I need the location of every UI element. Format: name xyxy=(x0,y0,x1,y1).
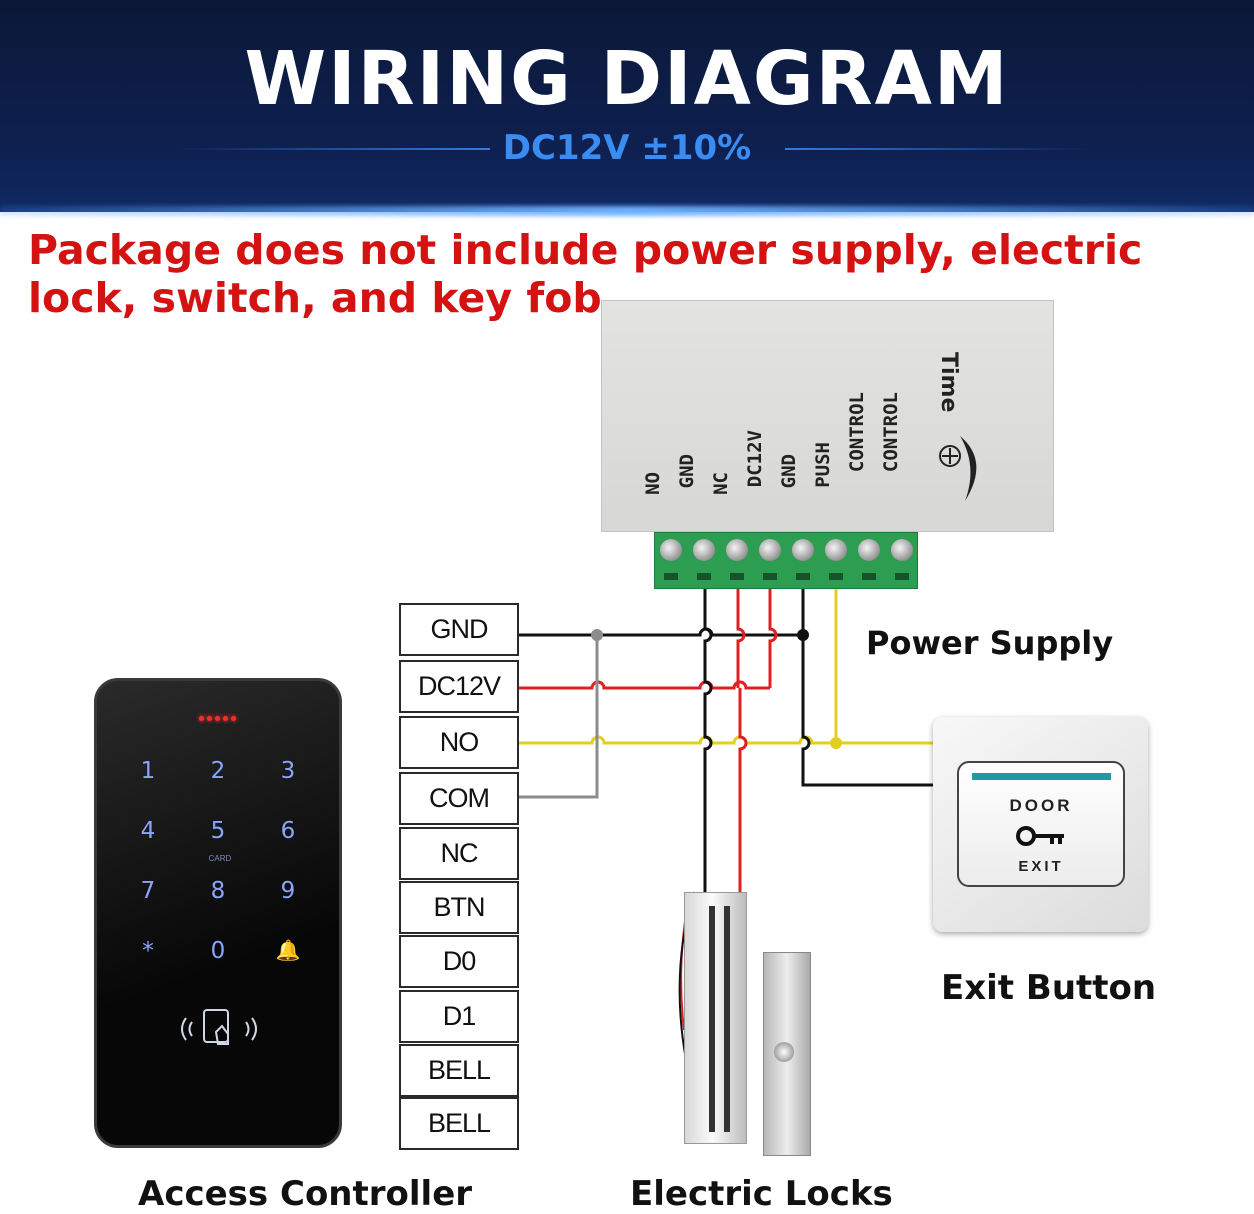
exit-button-door-text: DOOR xyxy=(1009,796,1073,815)
screw-icon xyxy=(660,539,682,561)
screw-icon xyxy=(891,539,913,561)
junction-dot xyxy=(797,629,809,641)
pin-gnd: GND xyxy=(399,603,519,656)
screw-icon xyxy=(759,539,781,561)
key-star[interactable]: * xyxy=(142,938,154,964)
terminal-label-control-2: CONTROL xyxy=(880,392,902,473)
terminal-label-push: PUSH xyxy=(812,442,834,488)
voltage-subtitle: DC12V ±10% xyxy=(502,128,752,168)
wire-dc12v-red xyxy=(519,680,770,690)
key-8[interactable]: 8 xyxy=(210,878,226,904)
key-5[interactable]: 5 xyxy=(210,818,226,844)
pin-bell-2: BELL xyxy=(399,1097,519,1150)
status-led xyxy=(199,716,204,721)
card-reader-icon xyxy=(181,1009,257,1045)
terminal-slot xyxy=(862,573,876,580)
package-notice: Package does not include power supply, e… xyxy=(28,226,1143,322)
terminal-label-nc: NC xyxy=(710,472,732,495)
key-2[interactable]: 2 xyxy=(210,758,226,784)
terminal-label-gnd-2: GND xyxy=(778,454,800,489)
junction-dot xyxy=(830,737,842,749)
screw-icon xyxy=(858,539,880,561)
power-supply-box xyxy=(601,300,1054,532)
screw-icon xyxy=(726,539,748,561)
page-title: WIRING DIAGRAM xyxy=(244,36,1010,122)
terminal-label-no: NO xyxy=(642,472,664,495)
pin-bell-1: BELL xyxy=(399,1044,519,1097)
exit-button-indicator xyxy=(972,773,1111,780)
screw-icon xyxy=(792,539,814,561)
key-4[interactable]: 4 xyxy=(140,818,156,844)
key-9[interactable]: 9 xyxy=(280,878,296,904)
exit-button-exit-text: EXIT xyxy=(1018,858,1064,875)
terminal-slot xyxy=(796,573,810,580)
subtitle-divider-left xyxy=(175,148,490,150)
lock-slot xyxy=(724,906,730,1132)
electric-lock-magnet xyxy=(684,892,747,1144)
terminal-slot xyxy=(829,573,843,580)
terminal-label-gnd-1: GND xyxy=(676,454,698,489)
key-7[interactable]: 7 xyxy=(140,878,156,904)
key-0[interactable]: 0 xyxy=(210,938,226,964)
key-3[interactable]: 3 xyxy=(280,758,296,784)
pin-com: COM xyxy=(399,772,519,825)
banner-glow-line xyxy=(0,206,1254,216)
wire-no-yellow xyxy=(519,735,933,745)
pin-d1: D1 xyxy=(399,990,519,1043)
terminal-label-control-1: CONTROL xyxy=(846,392,868,473)
terminal-block xyxy=(654,532,918,589)
wire-lock-red xyxy=(736,589,748,892)
wire-lock-black xyxy=(703,589,713,892)
wire-exit-black xyxy=(801,589,933,787)
screw-icon xyxy=(693,539,715,561)
terminal-slot xyxy=(697,573,711,580)
pin-d0: D0 xyxy=(399,935,519,988)
status-led xyxy=(207,716,212,721)
access-controller-label: Access Controller xyxy=(138,1174,473,1214)
key-icon xyxy=(1016,826,1064,846)
terminal-slot xyxy=(664,573,678,580)
card-label: CARD xyxy=(208,854,232,863)
access-controller-keypad xyxy=(94,678,342,1148)
power-supply-label: Power Supply xyxy=(866,624,1114,662)
status-led xyxy=(223,716,228,721)
junction-dot xyxy=(591,629,603,641)
terminal-slot xyxy=(895,573,909,580)
pin-nc: NC xyxy=(399,827,519,880)
exit-button-label: Exit Button xyxy=(941,968,1157,1008)
key-6[interactable]: 6 xyxy=(280,818,296,844)
header-banner xyxy=(0,0,1254,212)
bell-key-icon[interactable]: 🔔 xyxy=(275,938,301,962)
lock-slot xyxy=(709,906,715,1132)
terminal-label-dc12v: DC12V xyxy=(744,430,766,488)
pin-no: NO xyxy=(399,716,519,769)
terminal-slot xyxy=(763,573,777,580)
status-led xyxy=(231,716,236,721)
exit-button[interactable] xyxy=(957,761,1125,887)
wire-com-gray xyxy=(519,635,599,799)
terminal-slot xyxy=(730,573,744,580)
subtitle-divider-right xyxy=(785,148,1090,150)
screw-icon xyxy=(825,539,847,561)
wire-gnd-black xyxy=(519,627,800,637)
status-led xyxy=(215,716,220,721)
brand-logo-icon xyxy=(939,436,977,501)
pin-btn: BTN xyxy=(399,881,519,934)
electric-locks-label: Electric Locks xyxy=(630,1174,893,1214)
key-1[interactable]: 1 xyxy=(140,758,156,784)
armature-screw-icon xyxy=(774,1042,794,1062)
wire-dc12v-terminal-red xyxy=(768,589,778,688)
pin-dc12v: DC12V xyxy=(399,660,519,713)
brand-label: Time xyxy=(936,352,961,413)
